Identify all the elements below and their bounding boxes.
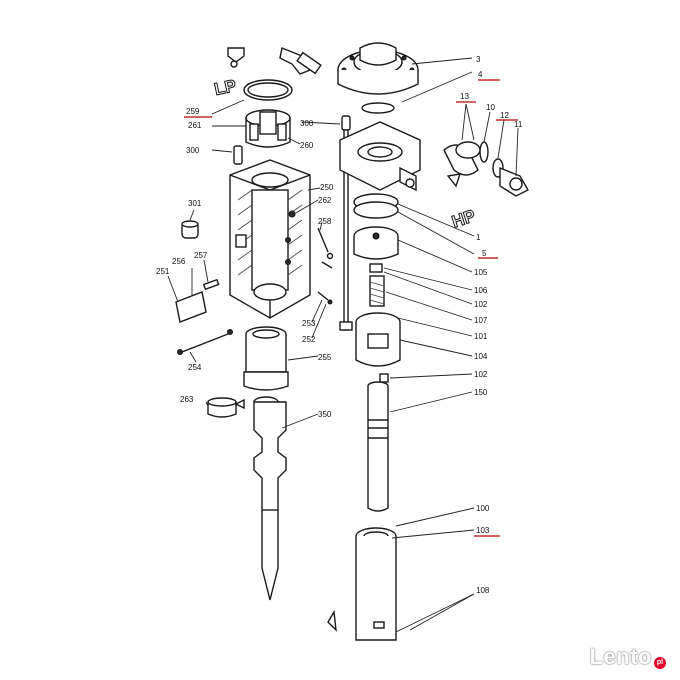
callout-4: 4 bbox=[478, 70, 483, 79]
callout-101: 101 bbox=[474, 332, 488, 341]
callout-258: 258 bbox=[318, 217, 332, 226]
pin-106 bbox=[369, 263, 383, 273]
piston-150 bbox=[367, 381, 389, 512]
plate-251 bbox=[175, 291, 207, 323]
callout-251: 251 bbox=[156, 267, 170, 276]
callout-104: 104 bbox=[474, 352, 488, 361]
valve-disc-105 bbox=[353, 226, 399, 260]
lento-watermark: Lento pl bbox=[590, 644, 666, 670]
callout-254: 254 bbox=[188, 363, 202, 372]
callout-5: 5 bbox=[482, 249, 487, 258]
callout-350: 350 bbox=[318, 410, 332, 419]
cylinder-100 bbox=[355, 527, 397, 641]
callout-12: 12 bbox=[500, 111, 509, 120]
pins-258 bbox=[317, 227, 334, 269]
callout-301: 301 bbox=[188, 199, 202, 208]
housing-250 bbox=[229, 159, 311, 319]
callout-257: 257 bbox=[194, 251, 208, 260]
callout-1: 1 bbox=[476, 233, 481, 242]
callout-107: 107 bbox=[474, 316, 488, 325]
watermark-brand: Lento bbox=[589, 644, 652, 669]
callout-100: 100 bbox=[476, 504, 490, 513]
rod-254 bbox=[177, 329, 233, 355]
callout-300-a: 300 bbox=[186, 146, 200, 155]
callout-150: 150 bbox=[474, 388, 488, 397]
callout-10: 10 bbox=[486, 103, 495, 112]
callout-260: 260 bbox=[300, 141, 314, 150]
valve-block-104 bbox=[355, 312, 401, 367]
callout-250: 250 bbox=[320, 183, 334, 192]
pin-102 bbox=[379, 373, 389, 383]
nut-301 bbox=[181, 220, 199, 239]
pin-small-bottom bbox=[327, 609, 337, 632]
callout-105: 105 bbox=[474, 268, 488, 277]
sleeve-261 bbox=[245, 109, 291, 148]
callout-13: 13 bbox=[460, 92, 469, 101]
hp-connector-assembly bbox=[443, 141, 529, 197]
lp-fitting-assembly bbox=[227, 47, 322, 75]
callout-3: 3 bbox=[476, 55, 481, 64]
callout-102-a: 102 bbox=[474, 300, 488, 309]
lp-port-label: LP bbox=[213, 76, 238, 99]
callout-252: 252 bbox=[302, 335, 316, 344]
callout-106: 106 bbox=[474, 286, 488, 295]
callout-labels: 3 4 13 10 12 11 259 261 300 300 260 250 … bbox=[156, 55, 523, 595]
highlight-underlines bbox=[184, 79, 518, 537]
bushing-255 bbox=[243, 326, 289, 391]
chisel-350 bbox=[253, 396, 287, 601]
tie-rod-300 bbox=[339, 115, 353, 331]
callout-255: 255 bbox=[318, 353, 332, 362]
callout-263: 263 bbox=[180, 395, 194, 404]
pins-253-252 bbox=[317, 291, 333, 305]
callout-253: 253 bbox=[302, 319, 316, 328]
callout-262: 262 bbox=[318, 196, 332, 205]
callout-300-b: 300 bbox=[300, 119, 314, 128]
hp-arrow bbox=[446, 173, 462, 188]
pin-300 bbox=[233, 145, 243, 165]
callout-103: 103 bbox=[476, 526, 490, 535]
spring-107 bbox=[369, 275, 385, 307]
callout-261: 261 bbox=[188, 121, 202, 130]
callout-256: 256 bbox=[172, 257, 186, 266]
ring-1b bbox=[353, 201, 399, 219]
pin-257 bbox=[202, 278, 220, 291]
seal-4 bbox=[361, 102, 395, 114]
valve-body bbox=[339, 121, 421, 192]
cap-263 bbox=[207, 397, 245, 418]
watermark-suffix: pl bbox=[654, 657, 666, 669]
leader-lines bbox=[167, 57, 519, 633]
callout-11: 11 bbox=[514, 120, 523, 129]
callout-108: 108 bbox=[476, 586, 490, 595]
callout-259: 259 bbox=[186, 107, 200, 116]
top-cover-3 bbox=[337, 42, 419, 95]
callout-102-b: 102 bbox=[474, 370, 488, 379]
